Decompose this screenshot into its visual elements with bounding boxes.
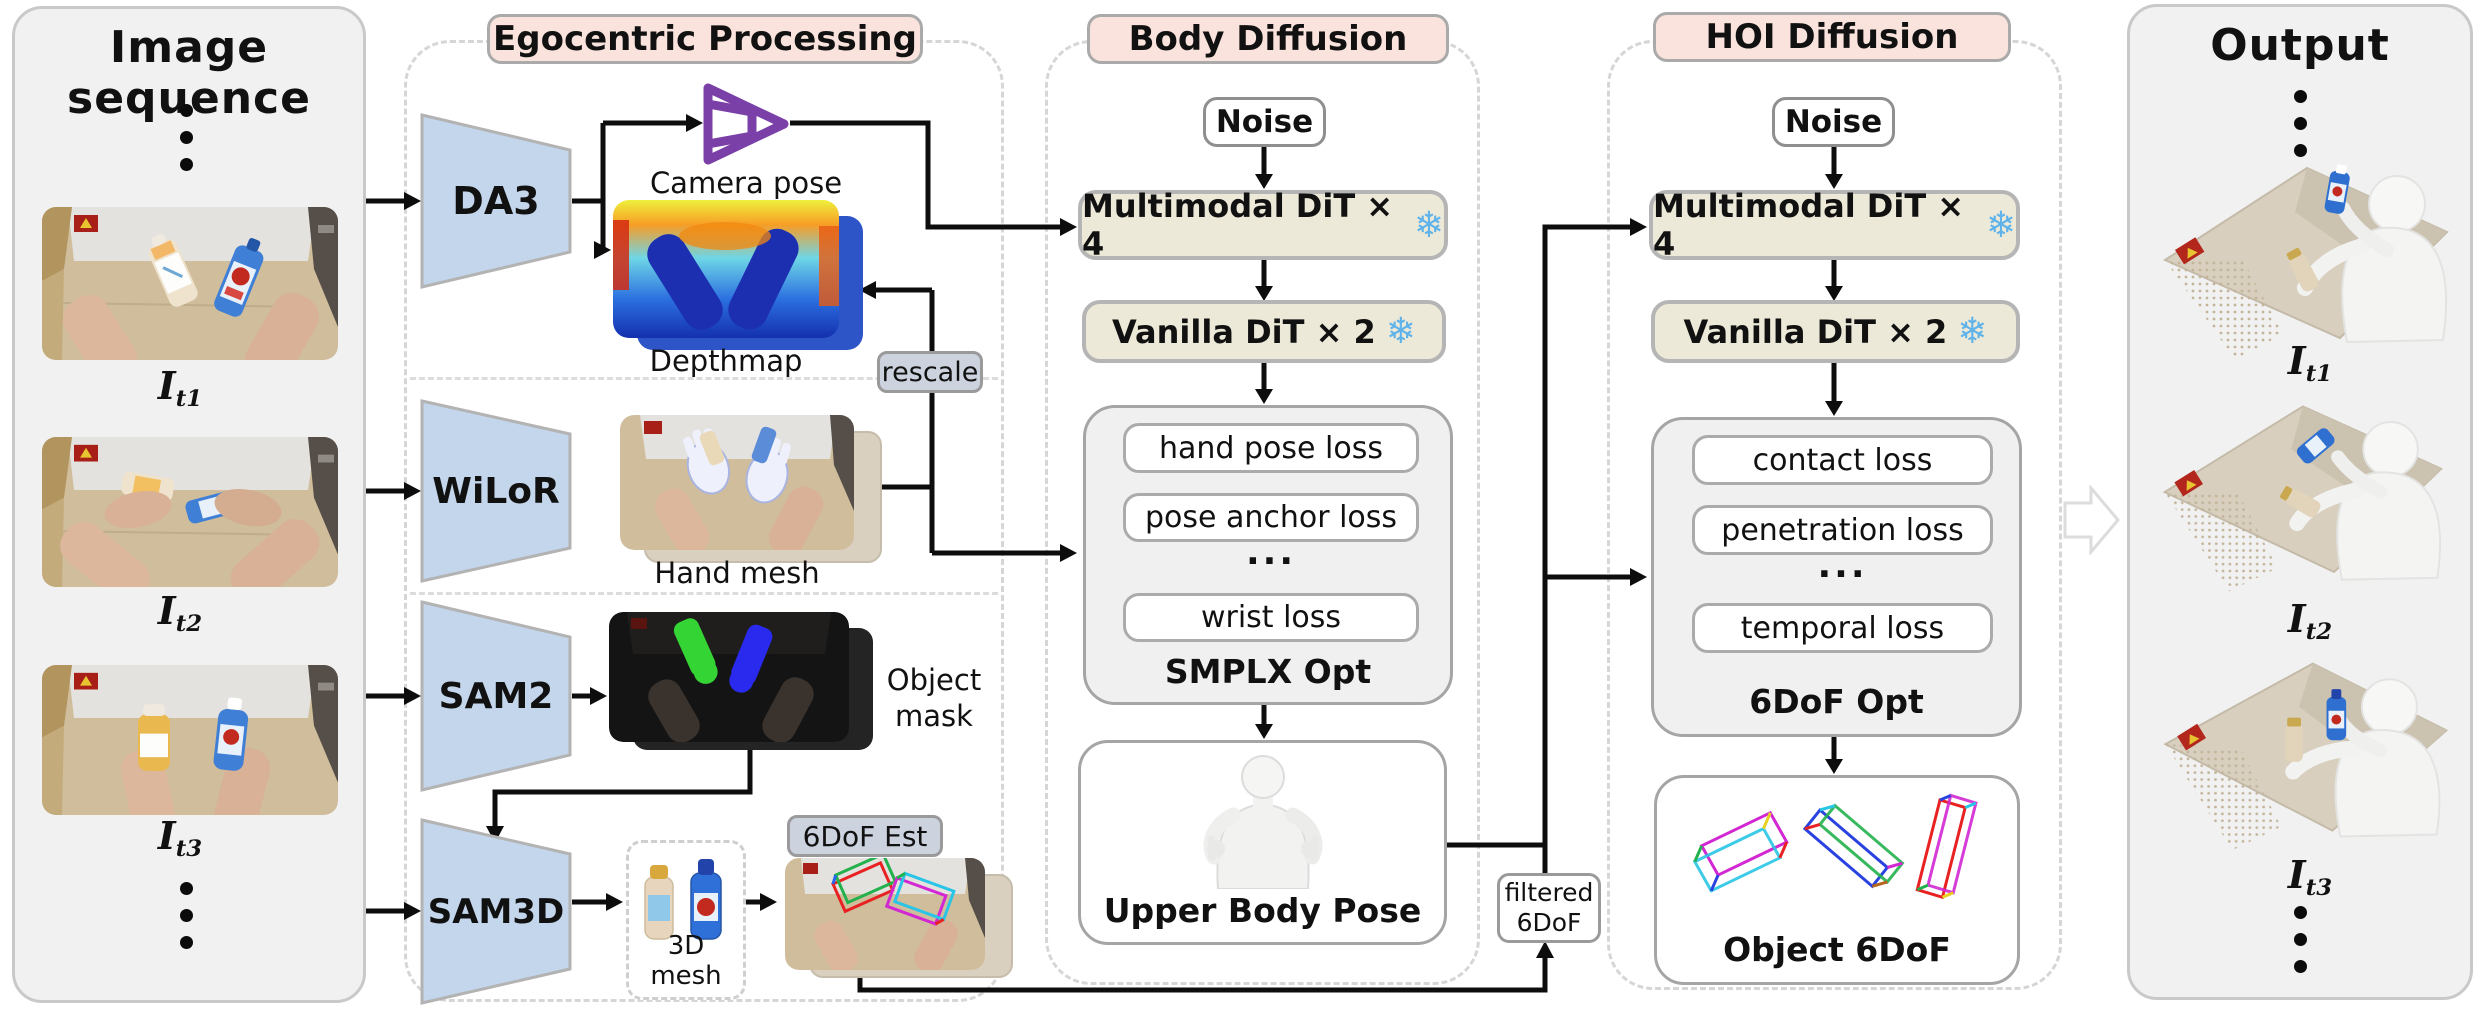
- sam2-label: SAM2: [438, 675, 554, 717]
- sam3d-block: SAM3D: [420, 818, 572, 1005]
- sam3d-label: SAM3D: [427, 891, 565, 932]
- output-render-3: [2163, 662, 2449, 851]
- hoi-vanilla-dit-box: Vanilla DiT × 2 ❄: [1651, 300, 2020, 363]
- camera-pose-label: Camera pose: [649, 166, 843, 200]
- output-transition-arrow-icon: [2063, 485, 2120, 555]
- loss-pill: wrist loss: [1123, 593, 1419, 642]
- depthmap-image: [613, 200, 839, 338]
- sixdof-opt-label: 6DoF Opt: [1749, 682, 1924, 721]
- hoi-diffusion-header: HOI Diffusion: [1653, 12, 2011, 62]
- output-label-t3: It3: [2287, 852, 2333, 901]
- output-render-1: [2162, 164, 2449, 360]
- camera-pose-icon: [703, 83, 789, 165]
- egocentric-photo-1: [42, 207, 338, 360]
- body-vanilla-dit-box: Vanilla DiT × 2 ❄: [1082, 300, 1446, 363]
- loss-pill: penetration loss: [1692, 505, 1993, 555]
- egocentric-processing-header: Egocentric Processing: [487, 14, 923, 64]
- output-render-2: [2162, 405, 2443, 592]
- hoi-vanilla-dit-label: Vanilla DiT × 2: [1683, 312, 1948, 351]
- hoi-noise-box: Noise: [1772, 97, 1895, 147]
- object-mask-image: [609, 612, 849, 742]
- rescale-tag: rescale: [877, 351, 983, 393]
- da3-block: DA3: [420, 113, 572, 289]
- hand-mesh-image: [620, 415, 854, 550]
- loss-pill: contact loss: [1692, 435, 1993, 485]
- object-6dof-label: Object 6DoF: [1723, 930, 1951, 969]
- body-vanilla-dit-label: Vanilla DiT × 2: [1112, 312, 1376, 351]
- object-6dof-wireframes: [1692, 793, 1978, 900]
- da3-label: DA3: [452, 179, 540, 223]
- object-6dof-box: Object 6DoF: [1654, 775, 2020, 985]
- egocentric-separator-1: [410, 377, 998, 380]
- hoi-multimodal-dit-box: Multimodal DiT × 4 ❄: [1649, 187, 2020, 263]
- ellipsis-bottom-output: [2294, 906, 2307, 973]
- frozen-snowflake-icon: ❄: [1985, 204, 2016, 246]
- sixdof-est-image: [785, 858, 985, 970]
- frozen-snowflake-icon: ❄: [1413, 204, 1444, 246]
- upper-body-pose-figure: [1202, 755, 1323, 889]
- loss-ellipsis: ...: [1245, 532, 1297, 573]
- loss-pill: temporal loss: [1692, 603, 1993, 653]
- egocentric-photo-2: [42, 437, 338, 587]
- ellipsis-top-output: [2294, 90, 2307, 157]
- output-label-t2: It2: [2287, 596, 2333, 645]
- sixdof-est-tag: 6DoF Est: [787, 815, 943, 857]
- frozen-snowflake-icon: ❄: [1385, 311, 1416, 352]
- upper-body-pose-box: Upper Body Pose: [1078, 740, 1447, 945]
- loss-ellipsis: ...: [1817, 545, 1868, 586]
- egocentric-photo-3: [42, 665, 338, 815]
- depthmap-label: Depthmap: [649, 344, 803, 378]
- egocentric-separator-2: [410, 592, 998, 595]
- body-noise-box: Noise: [1203, 97, 1326, 147]
- upper-body-pose-label: Upper Body Pose: [1103, 891, 1422, 930]
- ellipsis-top-left: [180, 104, 193, 171]
- mesh3d-bottles: [644, 859, 722, 940]
- frame-label-t2: It2: [157, 588, 203, 637]
- wilor-block: WiLoR: [420, 399, 572, 583]
- body-diffusion-header: Body Diffusion: [1087, 14, 1449, 64]
- ellipsis-bottom-left: [180, 882, 193, 949]
- output-title: Output: [2210, 20, 2390, 71]
- body-multimodal-dit-box: Multimodal DiT × 4 ❄: [1078, 187, 1448, 263]
- mesh3d-box: 3D mesh: [626, 840, 746, 1000]
- output-label-t1: It1: [2287, 338, 2333, 387]
- hoi-multimodal-dit-label: Multimodal DiT × 4: [1653, 187, 1965, 263]
- mesh3d-label: 3D mesh: [650, 931, 722, 991]
- wilor-label: WiLoR: [432, 470, 560, 512]
- frame-label-t1: It1: [157, 363, 203, 412]
- body-multimodal-dit-label: Multimodal DiT × 4: [1082, 187, 1394, 263]
- loss-pill: pose anchor loss: [1123, 493, 1419, 542]
- frame-label-t3: It3: [157, 813, 203, 862]
- hand-mesh-label: Hand mesh: [654, 556, 820, 590]
- sam2-block: SAM2: [420, 600, 572, 792]
- frozen-snowflake-icon: ❄: [1957, 311, 1988, 352]
- loss-pill: hand pose loss: [1123, 423, 1419, 473]
- smplx-opt-label: SMPLX Opt: [1164, 652, 1372, 691]
